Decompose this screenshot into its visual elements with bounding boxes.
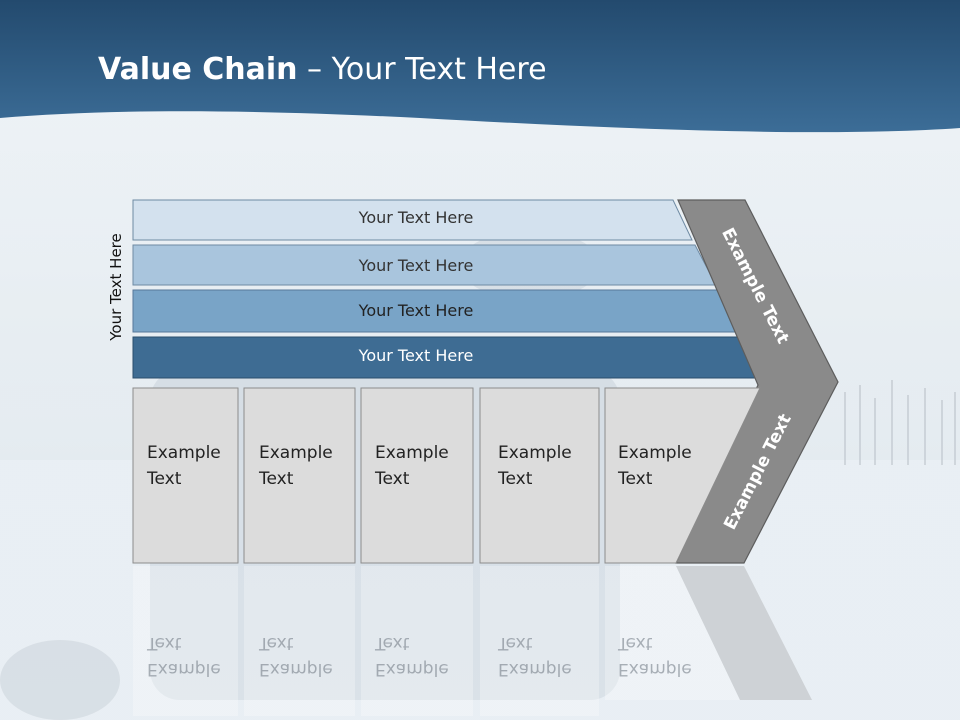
row-label-3: Your Text Here [358,301,474,320]
box-2-line1: Example [259,443,333,463]
activity-box-2 [243,387,356,564]
box-4-line1: Example [498,443,572,463]
box-reflection-2: Example Text [259,630,333,682]
box-3-line1: Example [375,443,449,463]
box-4-refl-line1: Example [498,659,572,679]
value-chevron [675,199,839,564]
box-1-refl-line1: Example [147,659,221,679]
box-reflection-5: Example Text [618,630,692,682]
box-1-refl-line2: Text [147,633,182,653]
box-4-refl-line2: Text [498,633,533,653]
activity-box-3 [360,387,474,564]
activity-box-1 [132,387,239,564]
title-bold: Value Chain [98,52,298,87]
box-1-line1: Example [147,443,221,463]
box-reflection-1: Example Text [147,630,221,682]
box-2-refl-line1: Example [259,659,333,679]
activity-box-5 [604,387,761,564]
box-reflection-3: Example Text [375,630,449,682]
row-label-4: Your Text Here [358,346,474,365]
box-4-line2: Text [498,469,533,489]
box-5-refl-line1: Example [618,659,692,679]
box-2-line2: Text [259,469,294,489]
box-5-refl-line2: Text [618,633,653,653]
box-2-refl-line2: Text [259,633,294,653]
box-5-line2: Text [618,469,653,489]
reflection [133,566,812,716]
box-3-refl-line2: Text [375,633,410,653]
box-1-line2: Text [147,469,182,489]
row-label-2: Your Text Here [358,256,474,275]
box-3-refl-line1: Example [375,659,449,679]
row-bar-1 [132,199,693,241]
row-label-1: Your Text Here [358,208,474,227]
slide-title: Value Chain – Your Text Here [98,52,547,87]
box-5-line1: Example [618,443,692,463]
title-rest: – Your Text Here [297,52,547,87]
box-3-line2: Text [375,469,410,489]
activity-box-4 [479,387,600,564]
box-reflection-4: Example Text [498,630,572,682]
